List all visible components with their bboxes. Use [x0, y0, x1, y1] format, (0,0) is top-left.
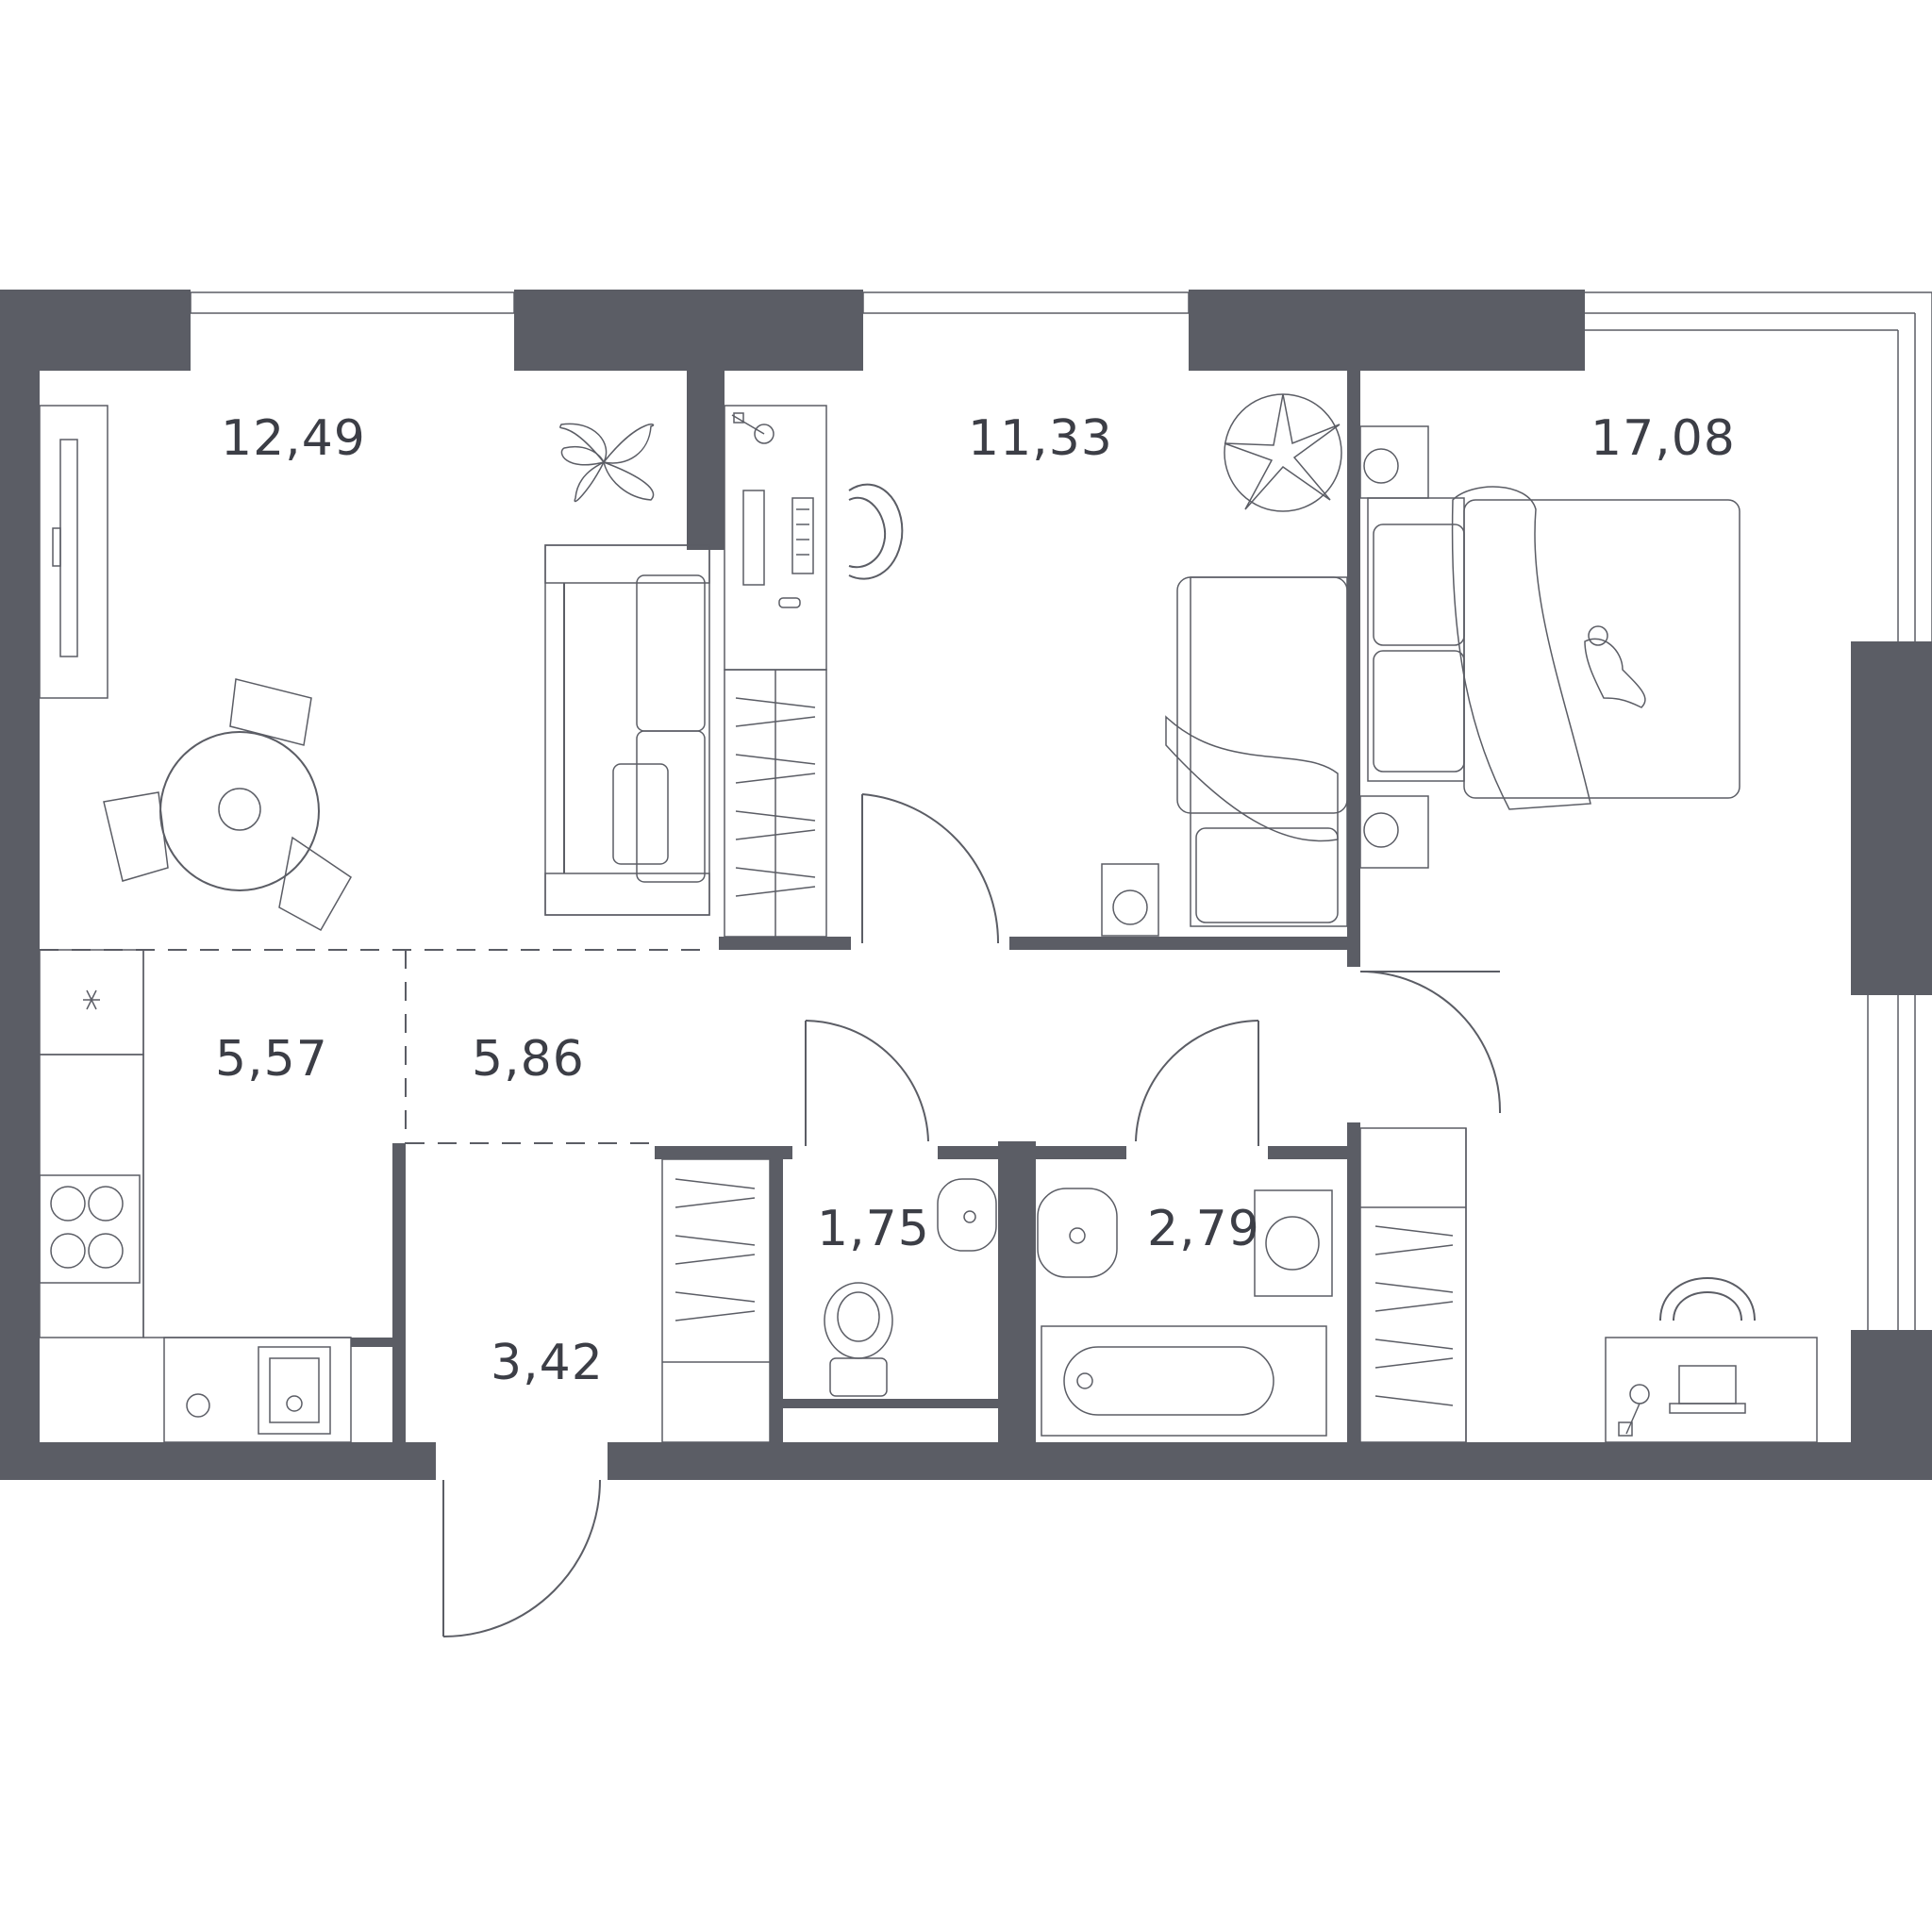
sofa-icon [544, 544, 710, 916]
room-labels: 12,49 11,33 17,08 5,57 5,86 3,42 1,75 2,… [215, 410, 1736, 1391]
lamp-icon [1101, 863, 1159, 937]
walls [0, 290, 1932, 1480]
area-label-entrance: 3,42 [491, 1335, 604, 1391]
lamp-icon [1618, 1384, 1650, 1437]
area-label-kitchen: 5,57 [215, 1031, 328, 1088]
area-label-bedroom-1: 11,33 [968, 410, 1113, 467]
sink-icon [937, 1178, 997, 1252]
bathtub-icon [1041, 1325, 1327, 1437]
wardrobe-icon [661, 1158, 771, 1443]
laptop-icon [1669, 1365, 1746, 1414]
desk-icon [724, 405, 827, 671]
sink-icon [186, 1346, 331, 1435]
area-label-living: 12,49 [221, 410, 366, 467]
plant-icon [559, 423, 655, 503]
bed-icon [1367, 486, 1740, 810]
wardrobe-icon [724, 669, 827, 938]
wardrobe-icon [1359, 1127, 1467, 1443]
area-label-wc: 1,75 [817, 1201, 930, 1257]
dining-table-icon [103, 678, 352, 932]
chair-icon [848, 483, 904, 580]
washing-machine-icon [1254, 1189, 1333, 1297]
cat-icon [1584, 625, 1646, 708]
kitchen-counter [39, 949, 352, 1443]
tv-icon [39, 405, 108, 699]
stove-icon [39, 1174, 141, 1284]
zone-dividers [40, 949, 709, 1144]
area-label-bathroom: 2,79 [1147, 1201, 1260, 1257]
desk-icon [1605, 1337, 1818, 1443]
area-label-hall: 5,86 [472, 1031, 585, 1088]
lamp-icon [1359, 425, 1429, 869]
sink-icon [1037, 1188, 1118, 1278]
plant-icon [1224, 393, 1342, 512]
area-label-bedroom-2: 17,08 [1591, 410, 1736, 467]
chair-icon [1659, 1277, 1756, 1321]
doors [442, 793, 1502, 1637]
toilet-icon [824, 1282, 893, 1397]
bed-icon [1165, 576, 1348, 927]
